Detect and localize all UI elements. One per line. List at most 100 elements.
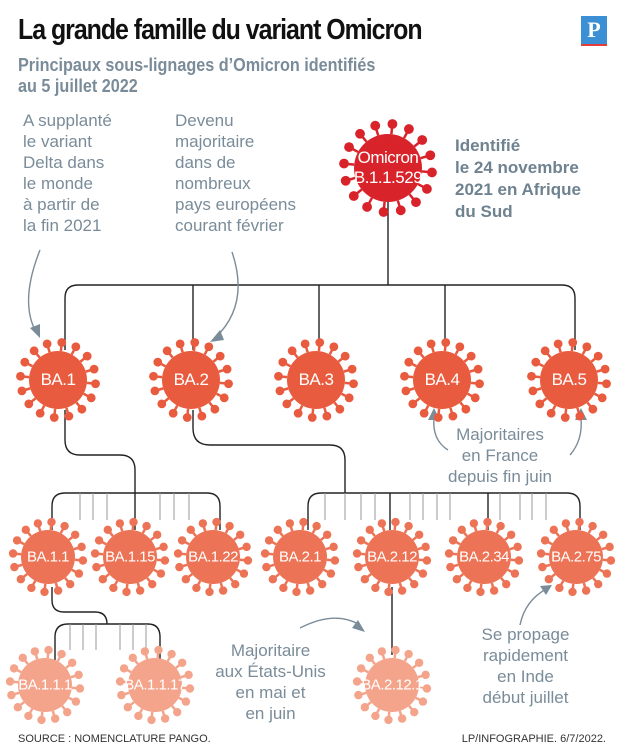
note-line: du Sud: [455, 202, 513, 221]
virus-label-line: BA.2: [173, 370, 209, 389]
note-ba4-ba5: Majoritaires en France depuis fin juin: [435, 424, 565, 487]
note-line: majoritaire: [175, 132, 255, 151]
virus-label: BA.1.1.1: [18, 677, 72, 694]
virus-level2: [444, 517, 524, 597]
virus-label-line: BA.5: [551, 370, 587, 389]
page-title: La grande famille du variant Omicron: [18, 14, 423, 46]
virus-label: BA.1.1.17: [124, 676, 186, 694]
source: SOURCE : NOMENCLATURE PANGO.: [18, 733, 211, 745]
arrow-ba2121: [299, 617, 361, 629]
note-line: la fin 2021: [23, 216, 102, 235]
le-parisien-logo: P: [581, 16, 607, 46]
arrowhead-icon: [352, 620, 365, 632]
virus-label: BA.2: [174, 370, 209, 390]
arrow-ba5: [569, 417, 582, 456]
note-line: Majoritaire: [230, 641, 311, 660]
note-line: A supplanté: [23, 111, 112, 130]
subtitle-line: au 5 juillet 2022: [18, 76, 138, 96]
virus-level1: [400, 338, 484, 422]
note-line: courant février: [175, 216, 284, 235]
note-line: aux États-Unis: [215, 662, 326, 681]
virus-level2: [260, 517, 340, 597]
ba2-descent: [192, 410, 346, 493]
ba1-children-bar: [51, 492, 221, 530]
virus-level2: [173, 517, 253, 597]
arrow-ba1: [27, 249, 41, 331]
arrow-ba275: [519, 587, 549, 626]
virus-label-line: B.1.1.529: [353, 168, 423, 187]
virus-label-line: BA.1: [40, 370, 76, 389]
virus-label: BA.2.12.1: [361, 676, 423, 694]
virus-level1: [149, 338, 233, 422]
virus-label-line: Omicron: [357, 148, 419, 167]
virus-label-line: BA.1.22: [188, 548, 238, 566]
virus-label-line: BA.2.1: [278, 548, 322, 566]
arrowhead-icon: [210, 330, 224, 342]
note-line: Delta dans: [23, 153, 105, 172]
virus-label-line: BA.1.1.1: [18, 676, 72, 694]
virus-level3: [5, 645, 85, 725]
virus-level2: [90, 517, 170, 597]
virus-label: BA.3: [299, 370, 334, 390]
note-line: dans de: [175, 153, 236, 172]
note-ba2121: Majoritaire aux États-Unis en mai et en …: [208, 640, 333, 724]
virus-label-line: BA.1.15: [105, 548, 155, 566]
subtitle-line: Principaux sous-lignages d’Omicron ident…: [18, 55, 376, 75]
arrow-ba4: [433, 417, 449, 451]
note-line: Identifié: [455, 136, 521, 155]
virus-label-line: BA.1.1: [26, 548, 70, 566]
virus-label-line: BA.2.34: [459, 548, 509, 566]
note-line: le 24 novembre: [455, 158, 579, 177]
note-ba1: A supplanté le variant Delta dans le mon…: [23, 110, 112, 236]
note-ba275: Se propage rapidement en Inde début juil…: [468, 624, 583, 708]
note-line: rapidement: [482, 646, 569, 665]
virus-level1: [274, 338, 358, 422]
note-line: Se propage: [481, 625, 570, 644]
virus-label: BA.2.12: [367, 549, 417, 566]
arrowhead-icon: [30, 324, 40, 338]
virus-omicron: [339, 119, 437, 217]
virus-label: BA.1.15: [105, 549, 155, 566]
arrowhead-icon: [540, 585, 552, 595]
note-line: Majoritaires: [456, 425, 544, 444]
virus-level2: [8, 517, 88, 597]
virus-label: BA.5: [552, 370, 587, 390]
ba2-children-bar: [307, 492, 581, 530]
ba1-descent: [64, 410, 136, 530]
level1-bar: [64, 284, 576, 350]
note-line: nombreux: [175, 174, 251, 193]
virus-level2: [352, 517, 432, 597]
note-line: en France: [461, 446, 539, 465]
virus-level1: [16, 338, 100, 422]
virus-label-line: BA.1.1.17: [124, 676, 186, 694]
virus-level1: [527, 338, 611, 422]
virus-label-line: BA.2.75: [551, 548, 601, 566]
note-line: Devenu: [175, 111, 234, 130]
note-line: le variant: [23, 132, 92, 151]
note-line: le monde: [23, 174, 93, 193]
ba11-descent: [51, 587, 108, 625]
note-line: en mai et: [235, 683, 306, 702]
note-line: en Inde: [497, 667, 554, 686]
virus-label: BA.1.22: [188, 549, 238, 566]
note-root: Identifié le 24 novembre 2021 en Afrique…: [455, 135, 581, 223]
virus-label-line: BA.4: [424, 370, 460, 389]
virus-label: BA.1.1: [26, 548, 70, 566]
virus-label: BA.2.75: [551, 549, 601, 566]
virus-level3: [352, 645, 432, 725]
note-line: à partir de: [23, 195, 100, 214]
note-line: depuis fin juin: [448, 467, 552, 486]
virus-label: BA.2.34: [459, 549, 509, 566]
note-ba2: Devenu majoritaire dans de nombreux pays…: [175, 110, 296, 236]
note-line: début juillet: [482, 688, 569, 707]
virus-label-line: BA.3: [298, 370, 334, 389]
virus-label-line: BA.2.12: [367, 548, 417, 566]
virus-label-line: BA.2.12.1: [361, 676, 423, 694]
virus-level2: [536, 517, 616, 597]
ba11-children-bar: [54, 623, 161, 660]
note-line: en juin: [245, 704, 296, 723]
subtitle: Principaux sous-lignages d’Omicron ident…: [18, 55, 375, 97]
